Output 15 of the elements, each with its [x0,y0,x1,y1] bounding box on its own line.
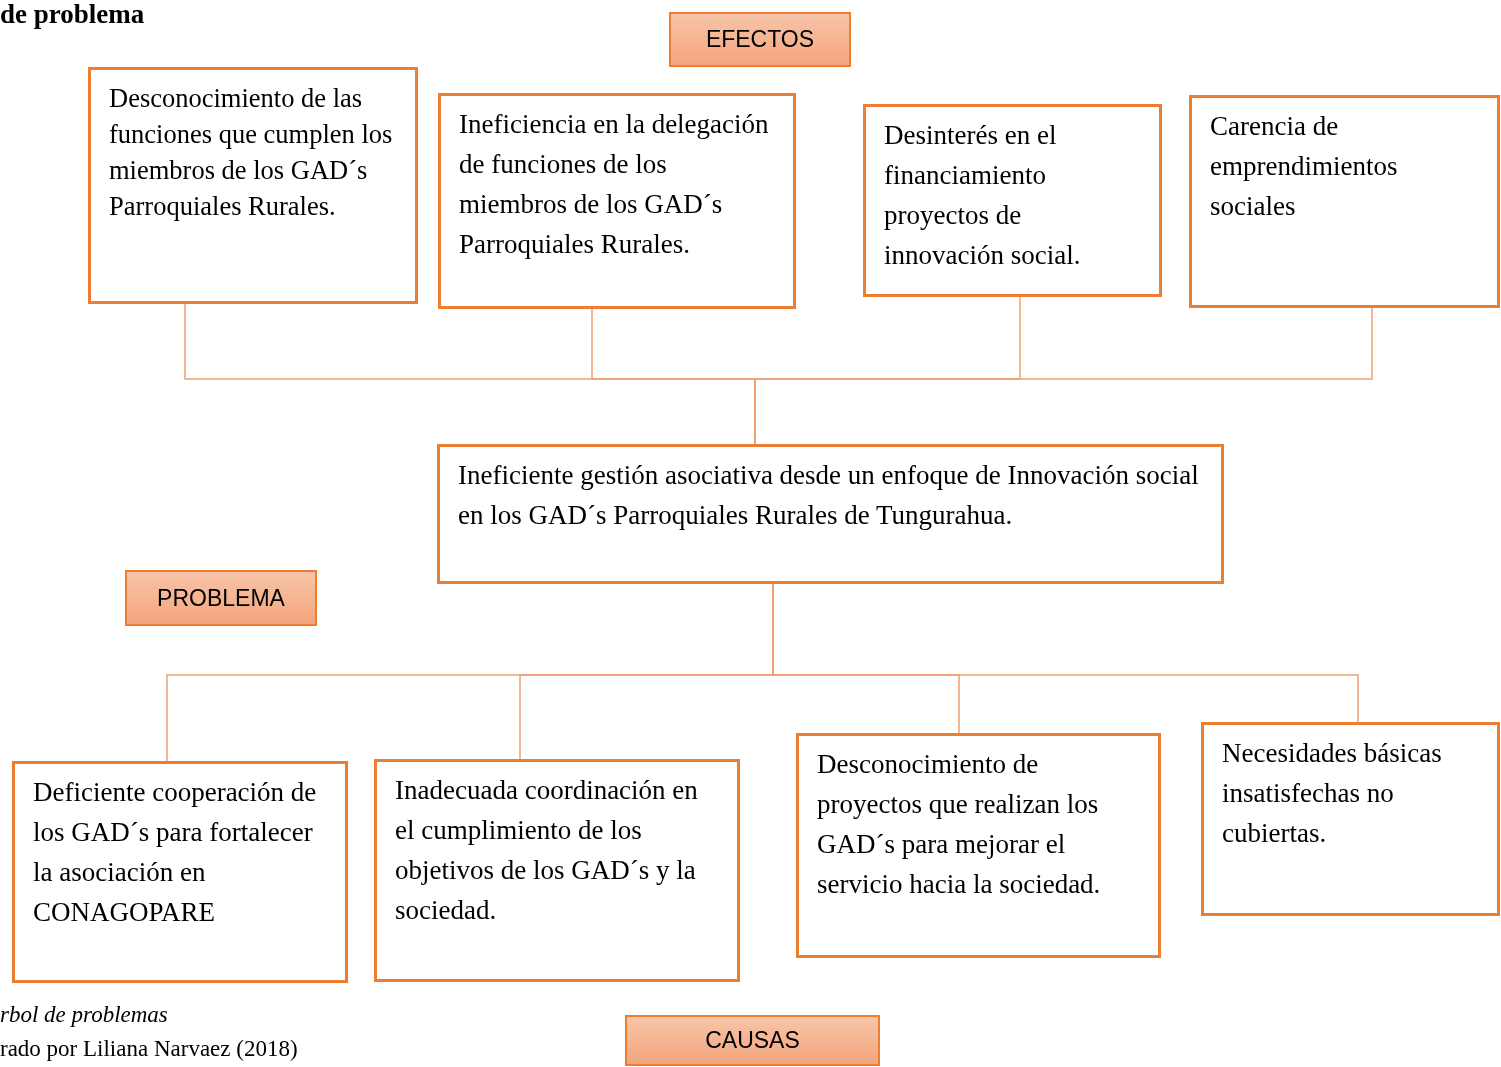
text-box: Ineficiencia en la delegación de funciones de los miembros de los GAD´s Parroquiales Rurales. [438,93,796,309]
caption-text: de problema [0,0,145,31]
text-box: Necesidades básicas insatisfechas no cubiertas. [1201,722,1500,916]
section-tag: EFECTOS [669,12,851,67]
caption-text: rado por Liliana Narvaez (2018) [0,1035,298,1063]
text-box: Desconocimiento de proyectos que realizan los GAD´s para mejorar el servicio hacia la sociedad. [796,733,1161,958]
text-box: Inadecuada coordinación en el cumplimiento de los objetivos de los GAD´s y la sociedad. [374,759,740,982]
text-box: Desinterés en el financiamiento proyectos de innovación social. [863,104,1162,297]
caption-text: rbol de problemas [0,1001,168,1029]
text-box: Ineficiente gestión asociativa desde un enfoque de Innovación social en los GAD´s Parroquiales Rurales de Tungurahua. [437,444,1224,584]
text-box: Deficiente cooperación de los GAD´s para fortalecer la asociación en CONAGOPARE [12,761,348,983]
section-tag: CAUSAS [625,1015,880,1066]
section-tag: PROBLEMA [125,570,317,626]
text-box: Desconocimiento de las funciones que cumplen los miembros de los GAD´s Parroquiales Rurales. [88,67,418,304]
text-box: Carencia de emprendimientos sociales [1189,95,1500,308]
